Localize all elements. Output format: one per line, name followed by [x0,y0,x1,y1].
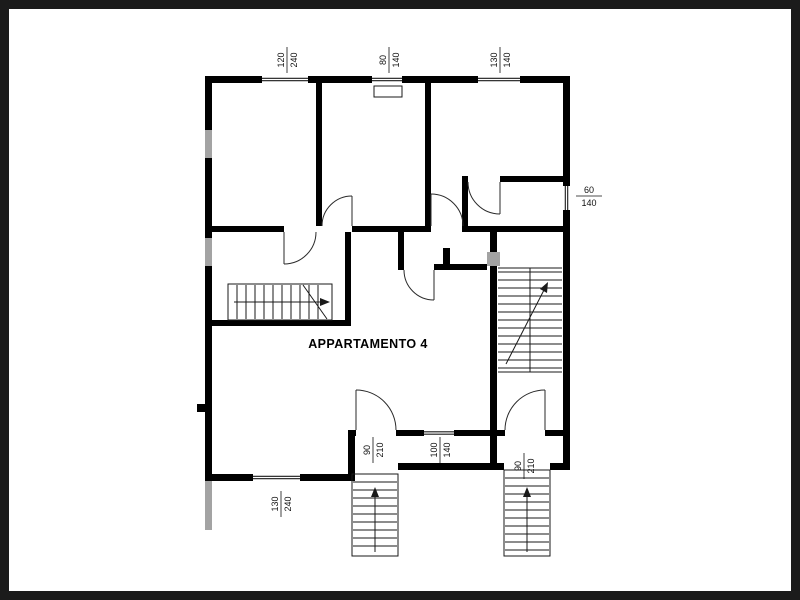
svg-text:130: 130 [270,496,280,511]
exterior-stair-right [503,469,551,557]
fixture-radiator [373,85,403,98]
dimension-labels: 120 240 80 140 130 140 60 140 90 210 100 [270,47,602,517]
stair-direction-arrow [371,487,379,497]
door-entrance-center [355,389,397,431]
door-entrance-right [504,389,546,431]
paper [9,9,791,591]
dim-top-window-2: 80 140 [378,47,401,73]
window-center-bottom [424,431,454,435]
door-room-left [283,231,317,265]
svg-text:80: 80 [378,55,388,65]
svg-text:240: 240 [289,52,299,67]
dim-bottom-window: 130 240 [270,491,293,517]
wall-marker [197,404,212,412]
door-corridor-living [403,269,435,301]
door-subroom [467,181,501,215]
window-right [564,186,569,210]
svg-text:90: 90 [362,445,372,455]
apartment-title: APPARTAMENTO 4 [308,337,428,351]
stair-direction-arrow [320,298,330,306]
dim-right-door: 90 210 [513,453,536,479]
dim-right-window: 60 140 [576,185,602,208]
dim-center-window: 100 140 [429,437,452,463]
stairwell-right [498,267,562,373]
svg-text:60: 60 [584,185,594,195]
exterior-stair-left [351,473,399,557]
interior-stair-left [227,283,333,321]
window-top-2 [372,77,402,82]
svg-text:210: 210 [526,458,536,473]
dim-center-door: 90 210 [362,437,385,463]
window-top-1 [262,77,308,82]
window-bottom-left [253,475,300,480]
door-room-middle [321,195,353,227]
svg-text:100: 100 [429,442,439,457]
stair-direction-arrow [540,282,548,293]
svg-text:140: 140 [581,198,596,208]
exterior-walls [205,76,570,481]
dim-top-window-1: 120 240 [276,47,299,73]
svg-text:120: 120 [276,52,286,67]
windows [253,77,569,480]
svg-text:130: 130 [489,52,499,67]
interior-walls [212,83,563,463]
svg-text:90: 90 [513,461,523,471]
hatched-wall-segments [205,130,500,530]
door-room-right [430,193,464,227]
svg-text:210: 210 [375,442,385,457]
svg-text:240: 240 [283,496,293,511]
door-swings [283,181,546,431]
stair-direction-arrow [523,487,531,497]
svg-text:140: 140 [442,442,452,457]
dim-top-window-3: 130 140 [489,47,512,73]
svg-text:140: 140 [502,52,512,67]
svg-text:140: 140 [391,52,401,67]
window-top-3 [478,77,520,82]
